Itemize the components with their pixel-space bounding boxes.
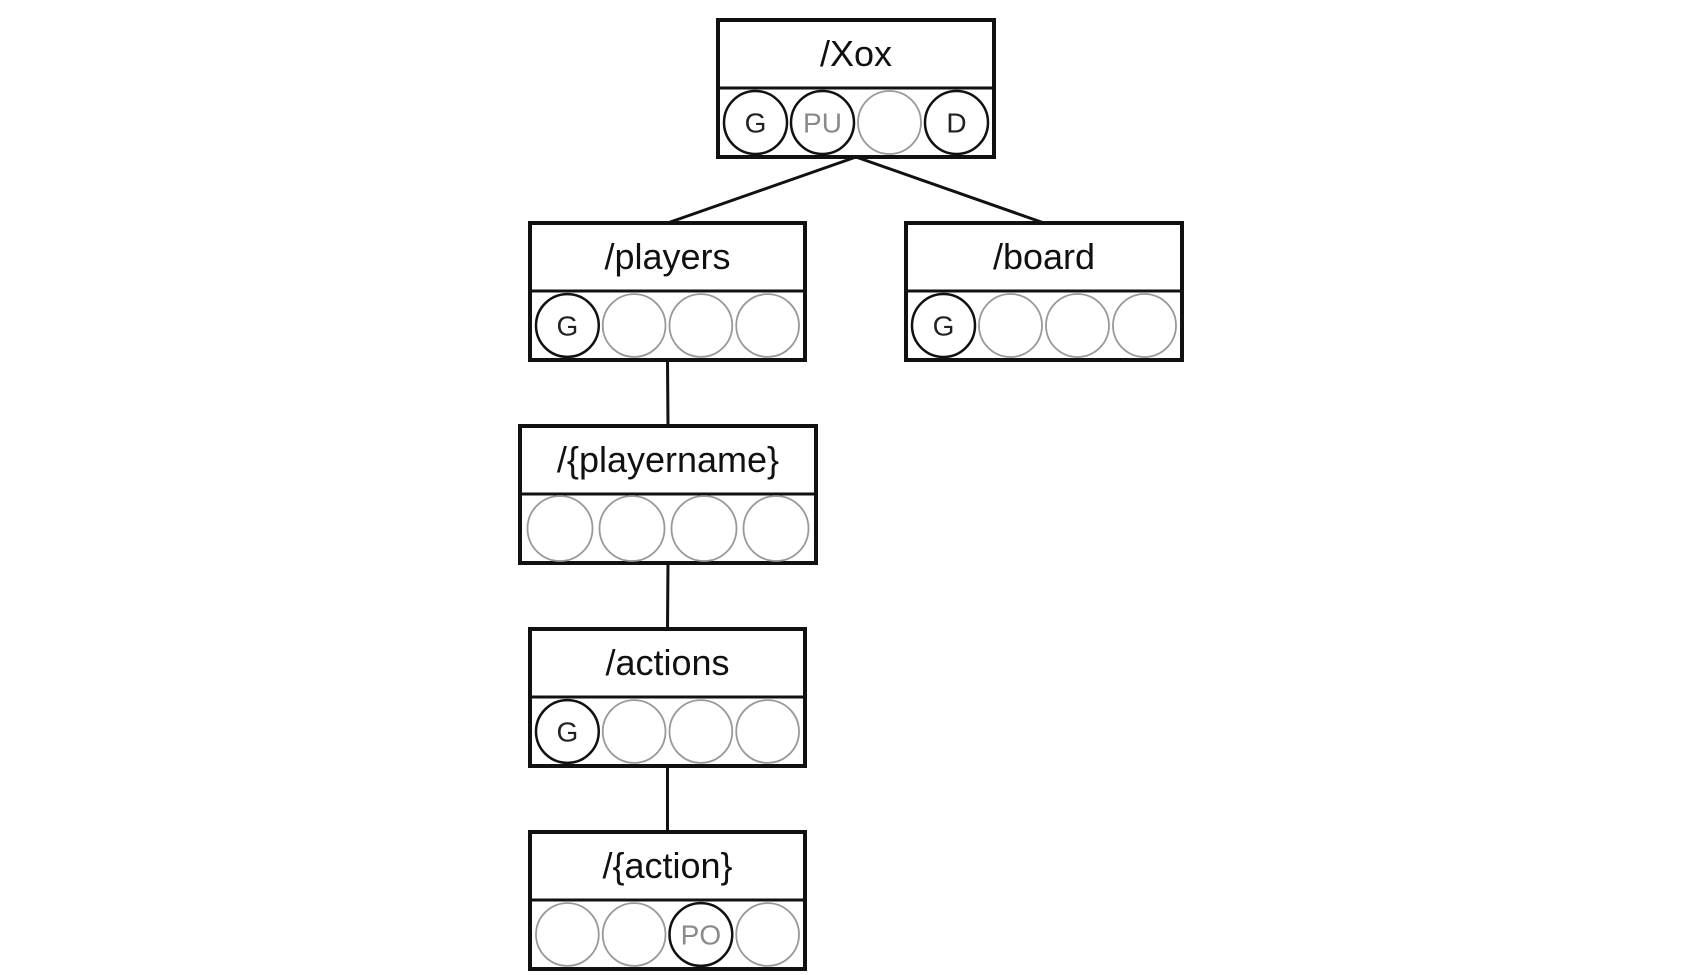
method-label: G xyxy=(556,717,578,748)
method-slot-empty xyxy=(598,495,666,562)
method-slot-empty xyxy=(670,495,738,562)
node-title: /{playername} xyxy=(557,439,779,480)
method-slot-empty xyxy=(735,293,800,358)
method-slot-empty xyxy=(526,495,594,562)
method-slot-empty xyxy=(601,293,667,358)
node-title: /players xyxy=(604,236,730,277)
method-label: G xyxy=(745,108,767,139)
method-slot-g xyxy=(910,292,977,359)
node-title: /actions xyxy=(605,642,729,683)
method-slot-empty xyxy=(1045,293,1110,358)
method-slot-empty xyxy=(1112,293,1177,358)
node-playername: /{playername} xyxy=(518,424,818,565)
node-action: /{action} PO xyxy=(528,830,807,971)
method-slot-empty xyxy=(535,902,600,967)
method-label: G xyxy=(933,311,955,342)
method-slot-d xyxy=(923,89,990,156)
method-slot-pu xyxy=(789,89,856,156)
method-slot-empty xyxy=(668,293,734,358)
method-slot-empty xyxy=(668,699,734,764)
method-label: G xyxy=(556,311,578,342)
edge-xox-to-board xyxy=(855,155,1045,225)
edge-playername-to-actions xyxy=(666,562,670,630)
method-slot-g xyxy=(534,292,600,359)
method-slot-empty xyxy=(601,699,667,764)
method-slot-g xyxy=(722,89,789,156)
edge-players-to-playername xyxy=(666,359,670,427)
method-label: D xyxy=(946,108,966,139)
edges xyxy=(666,155,1045,832)
method-slot-empty xyxy=(978,293,1043,358)
edge-xox-to-players xyxy=(667,155,857,225)
method-label: PU xyxy=(803,108,842,139)
method-slot-empty xyxy=(735,699,800,764)
node-title: /board xyxy=(993,236,1095,277)
method-slot-po xyxy=(668,901,734,968)
method-slot-empty xyxy=(601,902,667,967)
method-slot-empty xyxy=(742,495,810,562)
method-slot-empty xyxy=(735,902,800,967)
node-title: /Xox xyxy=(820,33,892,74)
method-slot-empty xyxy=(857,90,922,155)
method-slot-g xyxy=(534,698,600,765)
method-label: PO xyxy=(681,920,721,951)
node-title: /{action} xyxy=(602,845,732,886)
